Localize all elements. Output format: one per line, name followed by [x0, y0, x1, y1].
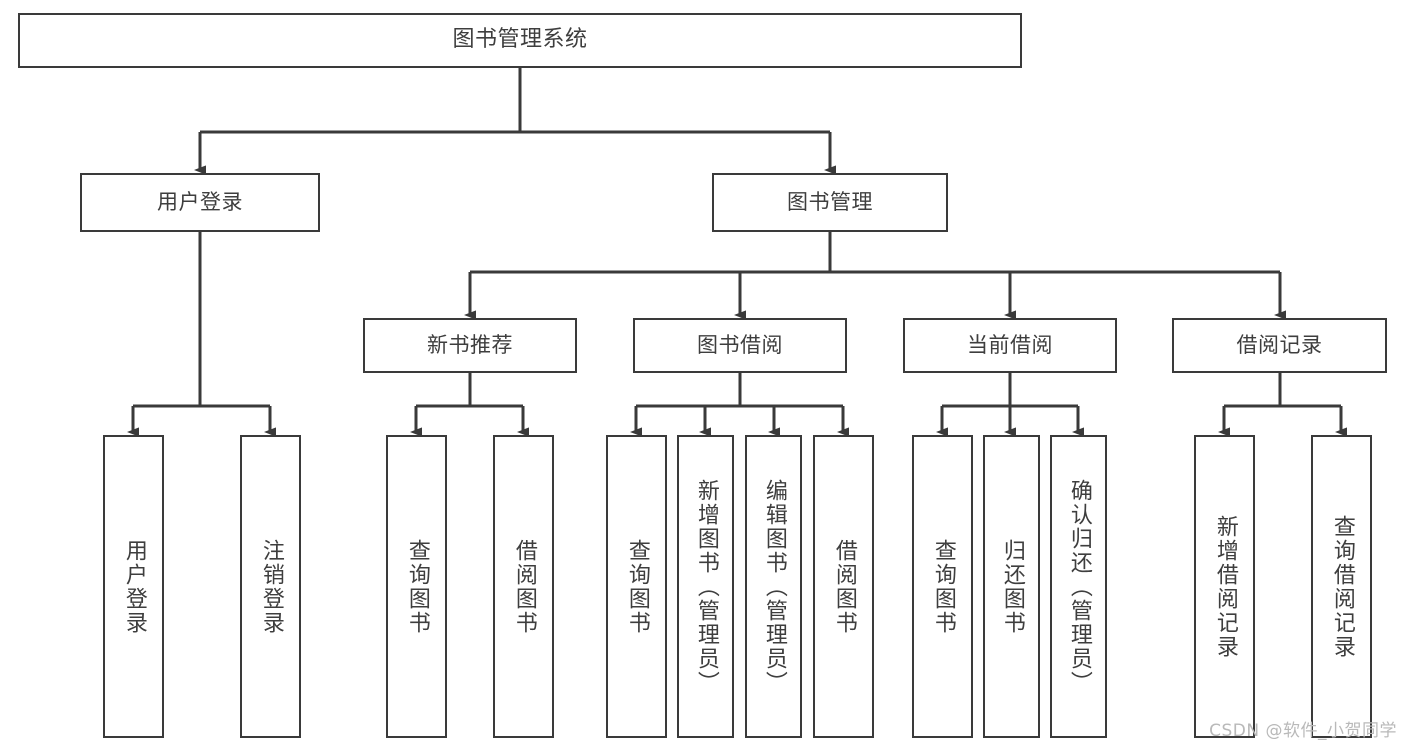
node-label: 编辑图书（管理员）	[761, 478, 787, 695]
node-book-management[interactable]: 图书管理	[712, 173, 948, 232]
leaf-logout[interactable]: 注销登录	[240, 435, 301, 738]
node-label: 确认归还（管理员）	[1066, 478, 1092, 695]
node-label: 注销登录	[258, 538, 284, 635]
node-label: 图书管理系统	[452, 27, 588, 53]
node-label: 图书借阅	[697, 332, 783, 357]
node-label: 用户登录	[121, 538, 147, 635]
leaf-confirm-return-admin[interactable]: 确认归还（管理员）	[1050, 435, 1107, 738]
node-book-borrow[interactable]: 图书借阅	[633, 318, 847, 373]
node-root-library-system[interactable]: 图书管理系统	[18, 13, 1022, 68]
node-label: 查询图书	[624, 538, 650, 635]
node-label: 新书推荐	[427, 332, 513, 357]
node-current-borrow[interactable]: 当前借阅	[903, 318, 1117, 373]
node-label: 借阅记录	[1236, 332, 1323, 357]
node-new-book-recommend[interactable]: 新书推荐	[363, 318, 577, 373]
leaf-add-borrow-record[interactable]: 新增借阅记录	[1194, 435, 1255, 738]
node-label: 归还图书	[999, 538, 1025, 635]
leaf-borrow-books-recommend[interactable]: 借阅图书	[493, 435, 554, 738]
node-borrow-records[interactable]: 借阅记录	[1172, 318, 1387, 373]
leaf-return-books[interactable]: 归还图书	[983, 435, 1040, 738]
node-label: 新增借阅记录	[1212, 514, 1238, 659]
leaf-edit-book-admin[interactable]: 编辑图书（管理员）	[745, 435, 802, 738]
node-label: 用户登录	[157, 189, 243, 214]
leaf-add-book-admin[interactable]: 新增图书（管理员）	[677, 435, 734, 738]
leaf-query-books-recommend[interactable]: 查询图书	[386, 435, 447, 738]
node-label: 当前借阅	[967, 332, 1053, 357]
leaf-query-books-current[interactable]: 查询图书	[912, 435, 973, 738]
watermark-text: CSDN @软件_小贺同学	[1209, 721, 1397, 741]
leaf-query-books-borrow[interactable]: 查询图书	[606, 435, 667, 738]
node-label: 查询图书	[404, 538, 430, 635]
node-label: 新增图书（管理员）	[693, 478, 719, 695]
leaf-borrow-books-borrow[interactable]: 借阅图书	[813, 435, 874, 738]
node-label: 借阅图书	[511, 538, 537, 635]
node-user-login[interactable]: 用户登录	[80, 173, 320, 232]
leaf-query-borrow-record[interactable]: 查询借阅记录	[1311, 435, 1372, 738]
node-label: 查询借阅记录	[1329, 514, 1355, 659]
node-label: 查询图书	[930, 538, 956, 635]
node-label: 图书管理	[787, 189, 873, 214]
node-label: 借阅图书	[831, 538, 857, 635]
leaf-user-login[interactable]: 用户登录	[103, 435, 164, 738]
